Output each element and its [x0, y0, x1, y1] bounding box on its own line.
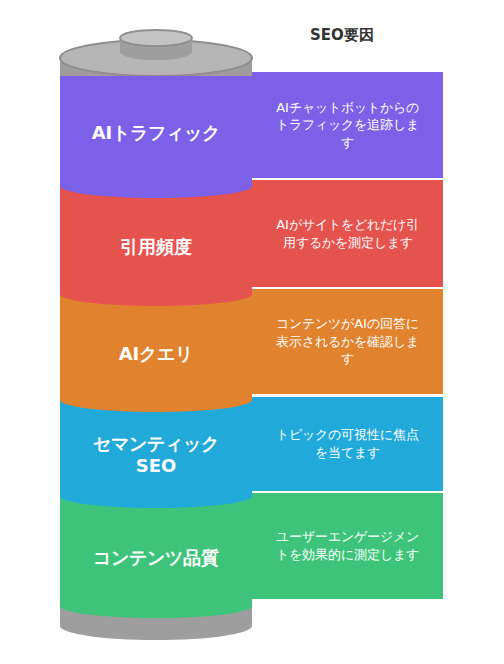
cylinder-band: AIクエリ: [60, 292, 252, 412]
band-fill: [60, 184, 252, 306]
cylinder-band: コンテンツ品質: [60, 494, 252, 618]
description-text: AIチャットボットからのトラフィックを追跡します: [274, 99, 421, 152]
description-box: トピックの可視性に焦点を当てます: [252, 397, 443, 491]
description-text: トピックの可視性に焦点を当てます: [274, 426, 421, 461]
description-text: コンテンツがAIの回答に表示されるかを確認します: [274, 315, 421, 368]
description-box: コンテンツがAIの回答に表示されるかを確認します: [252, 289, 443, 394]
cylinder-band: 引用頻度: [60, 184, 252, 306]
band-label: セマンティック SEO: [60, 433, 252, 478]
description-box: AIチャットボットからのトラフィックを追跡します: [252, 72, 443, 178]
band-fill: [60, 76, 252, 198]
band-fill: [60, 398, 252, 508]
cylinder-band: セマンティック SEO: [60, 398, 252, 508]
cylinder-knob-top: [120, 30, 192, 46]
description-box: AIがサイトをどれだけ引用するかを測定します: [252, 180, 443, 287]
description-box: ユーザーエンゲージメントを効果的に測定します: [252, 493, 443, 599]
diagram-title: SEO要因: [310, 26, 374, 45]
band-fill: [60, 292, 252, 412]
cylinder-band: AIトラフィック: [60, 76, 252, 198]
band-fill: [60, 494, 252, 618]
band-label: AIトラフィック: [72, 122, 241, 145]
band-label: AIクエリ: [99, 343, 214, 366]
band-label: コンテンツ品質: [73, 547, 239, 570]
description-text: AIがサイトをどれだけ引用するかを測定します: [274, 216, 421, 251]
description-text: ユーザーエンゲージメントを効果的に測定します: [274, 528, 421, 563]
band-label: 引用頻度: [100, 236, 212, 259]
